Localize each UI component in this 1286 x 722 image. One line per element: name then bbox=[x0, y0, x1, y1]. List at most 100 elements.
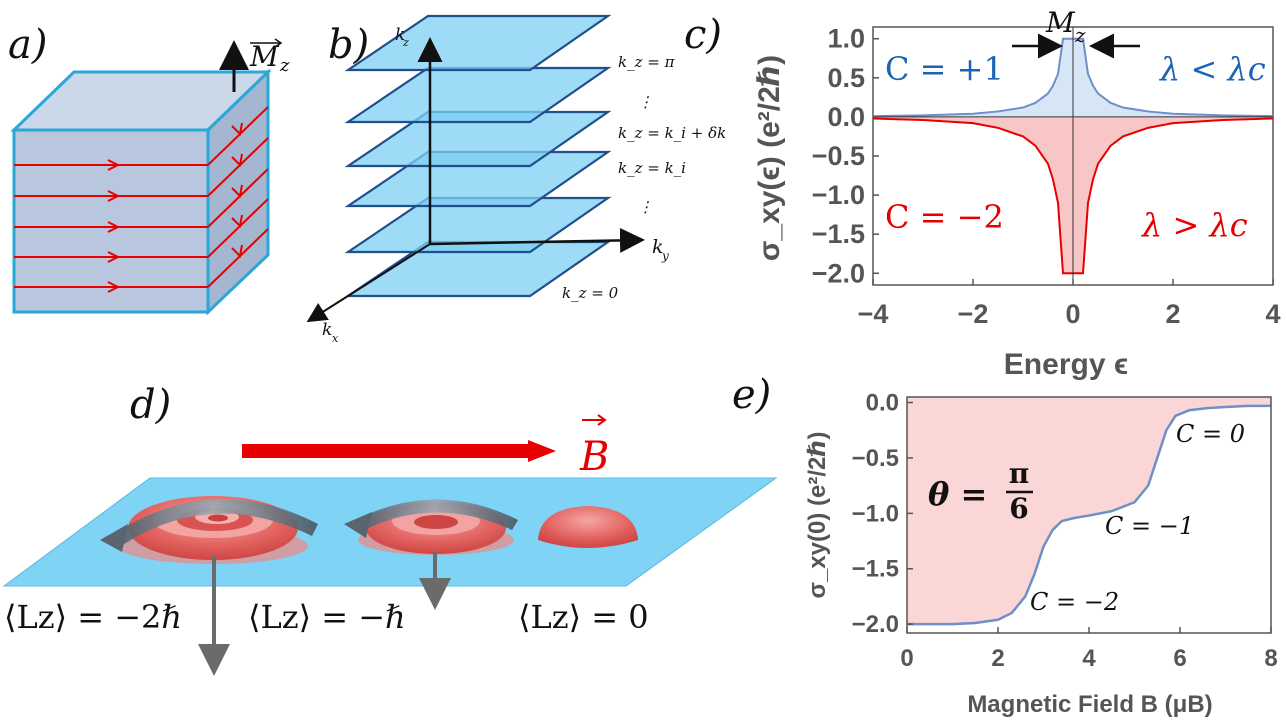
y-tick-label: −1.5 bbox=[812, 219, 865, 249]
b-vector-arrowhead-icon bbox=[597, 414, 607, 426]
chern-plus-one: C = +1 bbox=[885, 50, 1004, 88]
y-tick-label: 0.0 bbox=[827, 102, 865, 132]
panel-a-label: a) bbox=[8, 22, 47, 68]
lambda-less-label: λ < λc bbox=[1158, 50, 1266, 88]
chart-e-ylabel: σ_xy(0) (e²/2ℏ) bbox=[804, 432, 831, 599]
plane-label: ⋮ bbox=[638, 93, 653, 111]
lz-label: ⟨Lz⟩ = −2ℏ bbox=[4, 598, 182, 636]
x-tick-label: 8 bbox=[1264, 645, 1277, 672]
x-tick-label: 6 bbox=[1173, 645, 1186, 672]
curl-arrowhead-icon bbox=[100, 524, 128, 552]
current-arrow-icon bbox=[231, 214, 243, 229]
x-tick-label: 2 bbox=[1165, 299, 1180, 329]
kx-axis-arrow-icon bbox=[306, 243, 431, 323]
y-tick-label: 1.0 bbox=[827, 24, 865, 54]
kz-plane bbox=[344, 66, 612, 124]
ky-axis-arrow-icon bbox=[429, 227, 645, 253]
y-tick-label: −1.0 bbox=[852, 500, 899, 527]
y-tick-label: 0.5 bbox=[827, 63, 865, 93]
angular-momentum-curl-icon bbox=[108, 499, 318, 548]
x-tick-label: 2 bbox=[991, 645, 1004, 672]
plane-label: k_z = k_i bbox=[618, 159, 686, 177]
edge-current-lines bbox=[14, 106, 269, 293]
panel-d-label: d) bbox=[130, 382, 171, 428]
x-tick-label: 0 bbox=[1065, 299, 1080, 329]
x-tick-label: −2 bbox=[958, 299, 989, 329]
current-arrow-icon bbox=[107, 221, 121, 233]
panel-e-label: e) bbox=[732, 372, 771, 418]
plane-label: ⋮ bbox=[638, 198, 653, 216]
current-arrow-icon bbox=[107, 281, 121, 293]
y-tick-label: −1.0 bbox=[812, 180, 865, 210]
current-arrow-icon bbox=[231, 184, 243, 199]
current-arrow-icon bbox=[107, 159, 121, 171]
x-tick-label: −4 bbox=[858, 299, 889, 329]
kz-plane bbox=[344, 110, 612, 168]
current-line bbox=[207, 137, 269, 197]
region-fill bbox=[907, 397, 1271, 625]
current-arrow-icon bbox=[231, 153, 243, 168]
panel-b: b) k z k y k x k_z = π ⋮ k_z = k_i + δk … bbox=[306, 14, 726, 345]
lambda-greater-label: λ > λc bbox=[1140, 206, 1248, 244]
plane-label: k_z = 0 bbox=[562, 284, 619, 302]
current-arrow-icon bbox=[107, 251, 121, 263]
current-arrow-icon bbox=[107, 190, 121, 202]
y-tick-label: −2.0 bbox=[812, 258, 865, 288]
kz-axis-sub: z bbox=[402, 36, 409, 49]
current-line bbox=[207, 198, 269, 258]
mz-annotation-sub: z bbox=[1074, 23, 1086, 47]
chart-c-xlabel: Energy ϵ bbox=[1004, 348, 1128, 381]
theta-numerator: π bbox=[1009, 457, 1030, 490]
skyrmion-lz-minus-1 bbox=[344, 499, 518, 610]
magnetization-subscript: z bbox=[279, 55, 290, 76]
angular-momentum-curl-icon bbox=[352, 499, 518, 532]
chart-e-frame bbox=[906, 396, 1272, 634]
x-tick-label: 0 bbox=[900, 645, 913, 672]
b-field-arrow-icon bbox=[242, 440, 556, 462]
current-arrow-icon bbox=[231, 122, 243, 137]
theta-denominator: 6 bbox=[1009, 492, 1028, 525]
chart-c-ylabel: σ_xy(ϵ) (e²/2ℏ) bbox=[753, 55, 786, 261]
lz-label: ⟨Lz⟩ = −ℏ bbox=[248, 598, 406, 636]
current-line bbox=[207, 106, 269, 166]
kz-plane bbox=[344, 196, 612, 254]
x-tick-label: 4 bbox=[1265, 299, 1280, 329]
curl-arrowhead-icon bbox=[344, 512, 372, 538]
mz-annotation: M bbox=[1045, 6, 1076, 39]
current-arrow-icon bbox=[231, 244, 243, 259]
y-tick-label: −2.0 bbox=[852, 611, 899, 638]
theta-label: θ = bbox=[928, 475, 987, 513]
b-field-symbol: B bbox=[579, 434, 609, 480]
y-tick-label: −1.5 bbox=[852, 556, 899, 583]
kx-axis-sub: x bbox=[332, 332, 339, 345]
ky-axis-sub: y bbox=[661, 249, 669, 263]
skyrmion-lz-zero bbox=[538, 506, 638, 548]
y-tick-label: 0.0 bbox=[866, 390, 899, 417]
plane-label: k_z = π bbox=[618, 53, 676, 71]
chern-minus-two: C = −2 bbox=[885, 198, 1004, 236]
x-tick-label: 4 bbox=[1082, 645, 1096, 672]
panel-c-label: c) bbox=[684, 12, 722, 58]
skyrmion-lz-minus-2 bbox=[100, 496, 318, 676]
ky-axis-label: k bbox=[652, 236, 664, 258]
current-line bbox=[207, 168, 269, 228]
chart-e-xlabel: Magnetic Field B (μB) bbox=[967, 691, 1212, 718]
skyrmion-core bbox=[414, 515, 458, 529]
chern-label: C = 0 bbox=[1176, 420, 1245, 448]
kz-axis-label: k bbox=[395, 25, 405, 45]
kx-axis-label: k bbox=[322, 320, 332, 340]
chern-label: C = −1 bbox=[1105, 512, 1194, 540]
skyrmion-core bbox=[208, 514, 228, 522]
vector-arrowhead-icon bbox=[274, 38, 283, 48]
lz-label: ⟨Lz⟩ = 0 bbox=[518, 598, 649, 636]
plane-label: k_z = k_i + δk bbox=[618, 124, 726, 142]
kz-plane bbox=[344, 14, 612, 72]
current-line bbox=[207, 228, 269, 288]
magnetization-symbol: M bbox=[249, 40, 280, 73]
